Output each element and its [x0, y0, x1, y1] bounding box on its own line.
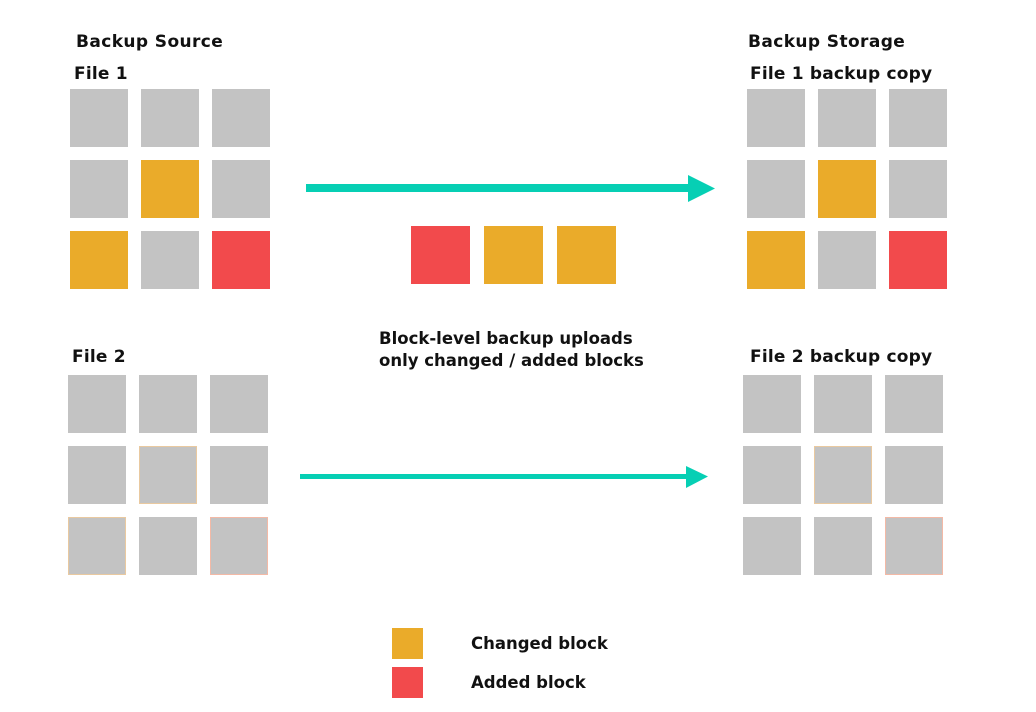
block-unchanged: [743, 517, 801, 575]
file2-label: File 2: [72, 347, 126, 367]
block-changed: [747, 231, 805, 289]
block-unchanged: [139, 375, 197, 433]
file1-backup-copy-block-grid: [747, 89, 947, 289]
legend-swatch-changed: [392, 628, 423, 659]
block-unchanged: [139, 517, 197, 575]
block-unchanged: [141, 231, 199, 289]
legend-label-added: Added block: [471, 673, 586, 692]
file1-backup-copy-label: File 1 backup copy: [750, 64, 933, 84]
block-unchanged: [141, 89, 199, 147]
block-unchanged: [747, 89, 805, 147]
block-unchanged: [210, 375, 268, 433]
backup-source-heading: Backup Source: [76, 32, 224, 52]
transferred-block-changed: [557, 226, 616, 284]
caption-line-1: Block-level backup uploads: [379, 329, 633, 348]
block-unchanged: [743, 446, 801, 504]
legend-item-added: Added block: [392, 663, 608, 702]
backup-storage-heading: Backup Storage: [748, 32, 906, 52]
block-unchanged: [818, 89, 876, 147]
block-ghost-added: [885, 517, 943, 575]
file2-transfer-arrow-icon: [300, 466, 708, 488]
block-unchanged: [747, 160, 805, 218]
file1-label: File 1: [74, 64, 128, 84]
file2-backup-copy-label: File 2 backup copy: [750, 347, 933, 367]
block-unchanged: [885, 375, 943, 433]
block-unchanged: [210, 446, 268, 504]
block-changed: [70, 231, 128, 289]
block-added: [889, 231, 947, 289]
block-ghost-added: [210, 517, 268, 575]
transferred-block-changed: [484, 226, 543, 284]
block-unchanged: [889, 89, 947, 147]
block-changed: [818, 160, 876, 218]
legend-item-changed: Changed block: [392, 624, 608, 663]
legend-swatch-added: [392, 667, 423, 698]
block-added: [212, 231, 270, 289]
block-unchanged: [212, 160, 270, 218]
block-unchanged: [68, 375, 126, 433]
transferred-block-added: [411, 226, 470, 284]
block-unchanged: [885, 446, 943, 504]
block-ghost-changed: [814, 446, 872, 504]
file2-backup-copy-block-grid: [743, 375, 943, 575]
block-ghost-changed: [139, 446, 197, 504]
transferred-blocks-strip: [411, 226, 616, 284]
legend-label-changed: Changed block: [471, 634, 608, 653]
block-unchanged: [818, 231, 876, 289]
block-unchanged: [743, 375, 801, 433]
block-unchanged: [68, 446, 126, 504]
block-unchanged: [814, 375, 872, 433]
file1-source-block-grid: [70, 89, 270, 289]
caption-line-2: only changed / added blocks: [379, 351, 644, 370]
file1-transfer-arrow-icon: [306, 175, 715, 202]
block-unchanged: [889, 160, 947, 218]
block-unchanged: [814, 517, 872, 575]
block-ghost-changed: [68, 517, 126, 575]
block-unchanged: [70, 89, 128, 147]
block-unchanged: [212, 89, 270, 147]
block-changed: [141, 160, 199, 218]
file2-source-block-grid: [68, 375, 268, 575]
caption: Block-level backup uploads only changed …: [379, 328, 644, 372]
block-unchanged: [70, 160, 128, 218]
